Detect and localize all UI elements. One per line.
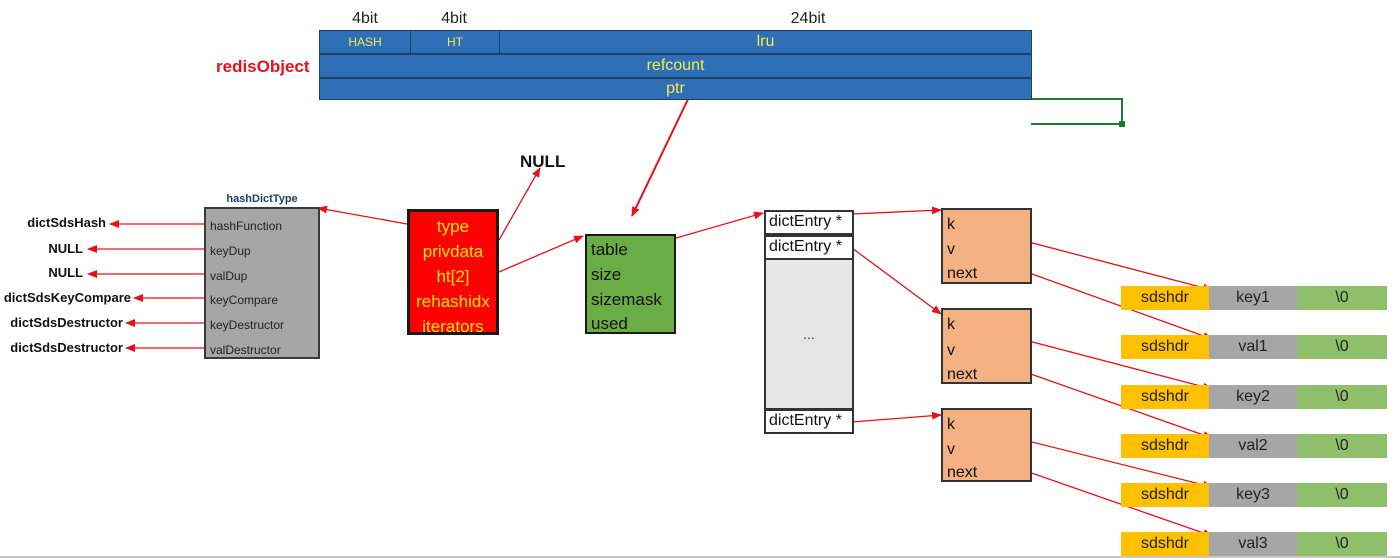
sds-key1-terminator: \0 [1297, 286, 1387, 310]
entry1-next: next [947, 265, 978, 282]
sds-val3-header: sdshdr [1121, 532, 1209, 556]
table-entry-last: dictEntry * [764, 409, 854, 434]
hdt-item-val-dup: valDup [210, 269, 248, 283]
entry1-k: k [947, 216, 955, 233]
arrow-privdata-to-null [498, 167, 541, 241]
sds-val1-value: val1 [1209, 335, 1297, 359]
hdt-item-key-compare: keyCompare [210, 293, 279, 307]
sds-val2-header: sdshdr [1121, 434, 1209, 458]
robj-cell-lru: lru [756, 33, 775, 50]
dict-item-privdata: privdata [422, 242, 484, 261]
sds-val3-terminator: \0 [1297, 532, 1387, 556]
entry3-k: k [947, 416, 955, 433]
sds-key3-value: key3 [1209, 483, 1297, 507]
sds-val1-terminator: \0 [1297, 335, 1387, 359]
target-null-valdup: NULL [48, 265, 83, 280]
redis-object-row-type: HASH HT lru [319, 30, 1032, 54]
sds-key3-terminator: \0 [1297, 483, 1387, 507]
arrow-type-to-hashdicttype [317, 205, 408, 225]
redis-object-label: redisObject [216, 57, 310, 76]
dictht-box: table size sizemask used [585, 234, 676, 334]
target-dict-sds-key-compare: dictSdsKeyCompare [3, 290, 131, 305]
sds-key2-value: key2 [1209, 385, 1297, 409]
target-null-keydup: NULL [48, 241, 83, 256]
robj-cell-hash: HASH [320, 31, 411, 53]
dict-entry-node-3: k v next [941, 408, 1032, 482]
target-dict-sds-destructor-key: dictSdsDestructor [10, 315, 123, 330]
sds-key2-header: sdshdr [1121, 385, 1209, 409]
hdt-item-key-destructor: keyDestructor [210, 318, 285, 332]
sds-val1: sdshdr val1 \0 [1121, 335, 1387, 359]
sds-val3-value: val3 [1209, 532, 1297, 556]
robj-cell-ht: HT [411, 31, 500, 53]
sds-key1-value: key1 [1209, 286, 1297, 310]
sds-key3: sdshdr key3 \0 [1121, 483, 1387, 507]
dict-item-rehashidx: rehashidx [416, 292, 490, 311]
sds-key1-header: sdshdr [1121, 286, 1209, 310]
table-ellipsis: ... [803, 326, 815, 342]
dictht-item-used: used [591, 314, 628, 333]
sds-key3-header: sdshdr [1121, 483, 1209, 507]
entry3-next: next [947, 464, 978, 481]
hdt-item-hash-function: hashFunction [210, 219, 283, 233]
privdata-null-label: NULL [520, 152, 566, 171]
sds-val2-value: val2 [1209, 434, 1297, 458]
bit-label-ht: 4bit [441, 10, 467, 27]
table-entry-gap: ... [764, 258, 854, 410]
arrow-entry1 [851, 206, 942, 215]
hash-dict-type-box: hashFunction keyDup valDup keyCompare ke… [204, 207, 320, 359]
dictht-item-table: table [591, 240, 628, 259]
dict-box: type privdata ht[2] rehashidx iterators [407, 209, 499, 336]
entry3-v: v [947, 441, 955, 458]
arrow-entry2 [851, 247, 942, 315]
sds-key2-terminator: \0 [1297, 385, 1387, 409]
sds-val2: sdshdr val2 \0 [1121, 434, 1387, 458]
arrow-ht-to-dictht [498, 235, 584, 273]
hdt-item-val-destructor: valDestructor [210, 343, 281, 357]
dict-entry-node-2: k v next [941, 308, 1032, 384]
arrow-entry3 [851, 411, 942, 423]
target-dict-sds-destructor-val: dictSdsDestructor [10, 340, 123, 355]
dict-item-iterators: iterators [422, 317, 484, 336]
target-dict-sds-hash: dictSdsHash [27, 215, 106, 230]
bit-label-hash: 4bit [352, 10, 378, 27]
redis-object-row-refcount: refcount [319, 54, 1032, 78]
redis-object-row-ptr: ptr [319, 78, 1032, 100]
sds-val2-terminator: \0 [1297, 434, 1387, 458]
entry2-next: next [947, 366, 978, 383]
dictht-item-sizemask: sizemask [591, 290, 662, 309]
sds-val3: sdshdr val3 \0 [1121, 532, 1387, 556]
hash-dict-type-title: hashDictType [226, 193, 298, 205]
entry2-v: v [947, 342, 955, 359]
dict-item-type: type [436, 217, 470, 236]
table-entry-0: dictEntry * [764, 210, 854, 235]
dict-item-ht: ht[2] [436, 267, 470, 286]
entry1-v: v [947, 241, 955, 258]
sds-key1: sdshdr key1 \0 [1121, 286, 1387, 310]
dict-entry-node-1: k v next [941, 208, 1032, 284]
sds-val1-header: sdshdr [1121, 335, 1209, 359]
selection-handle [1119, 121, 1125, 127]
dictht-item-size: size [591, 265, 622, 284]
bottom-rule [0, 556, 1400, 558]
entry2-k: k [947, 316, 955, 333]
table-entry-1: dictEntry * [764, 235, 854, 260]
bit-label-lru: 24bit [790, 10, 826, 27]
hdt-item-key-dup: keyDup [210, 244, 251, 258]
sds-key2: sdshdr key2 \0 [1121, 385, 1387, 409]
arrow-ptr-to-dictht [631, 94, 691, 217]
selection-outline [1031, 98, 1123, 125]
